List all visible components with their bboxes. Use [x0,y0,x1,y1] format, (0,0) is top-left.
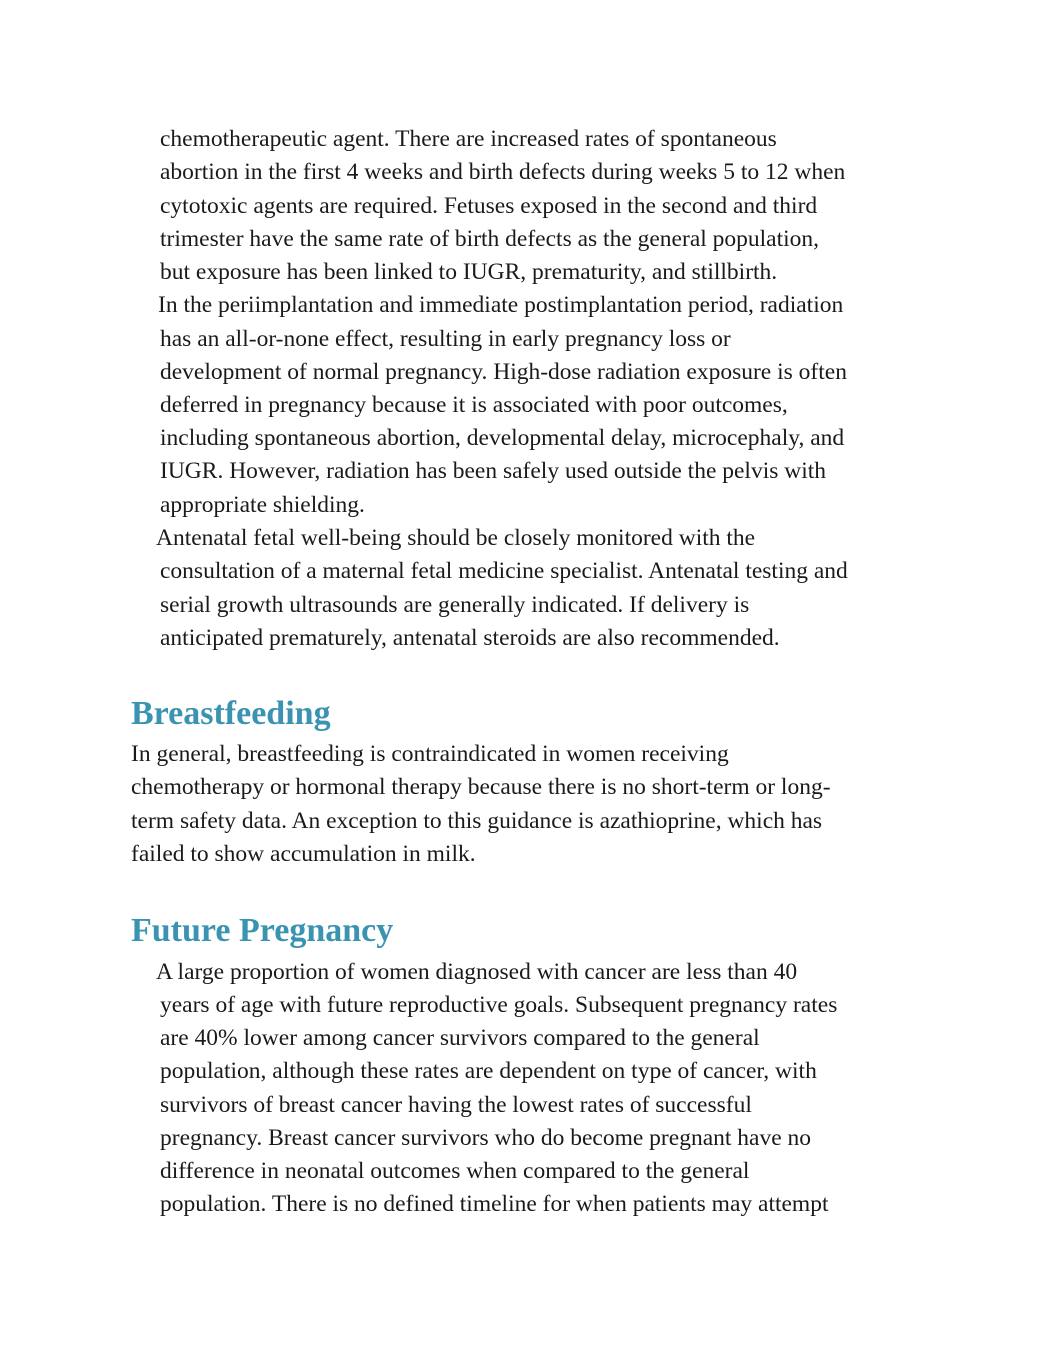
text-line: but exposure has been linked to IUGR, pr… [160,259,778,285]
text-line: anticipated prematurely, antenatal stero… [160,625,780,651]
text-line: deferred in pregnancy because it is asso… [160,392,788,418]
text-line: term safety data. An exception to this g… [131,808,823,834]
text-line: In general, breastfeeding is contraindic… [131,741,729,767]
text-line: are 40% lower among cancer survivors com… [160,1025,760,1051]
text-line: serial growth ultrasounds are generally … [160,592,750,618]
text-line: Antenatal fetal well-being should be clo… [156,525,756,551]
text-line: development of normal pregnancy. High-do… [160,359,847,385]
text-line: difference in neonatal outcomes when com… [160,1158,750,1184]
text-line: A large proportion of women diagnosed wi… [156,959,798,985]
text-line: chemotherapeutic agent. There are increa… [160,126,777,152]
text-line: failed to show accumulation in milk. [131,841,476,867]
text-line: including spontaneous abortion, developm… [160,425,845,451]
text-line: IUGR. However, radiation has been safely… [160,458,827,484]
text-line: population. There is no defined timeline… [160,1191,829,1217]
text-line: In the periimplantation and immediate po… [158,292,844,318]
text-line: has an all-or-none effect, resulting in … [160,326,731,352]
section-heading: Breastfeeding [131,695,331,732]
text-line: cytotoxic agents are required. Fetuses e… [160,193,818,219]
text-line: pregnancy. Breast cancer survivors who d… [160,1125,812,1151]
text-line: chemotherapy or hormonal therapy because… [131,774,831,800]
text-line: consultation of a maternal fetal medicin… [160,558,848,584]
section-heading: Future Pregnancy [131,912,394,949]
text-line: appropriate shielding. [160,492,365,518]
text-line: trimester have the same rate of birth de… [160,226,820,252]
text-line: population, although these rates are dep… [160,1058,817,1084]
text-line: abortion in the first 4 weeks and birth … [160,159,846,185]
text-line: survivors of breast cancer having the lo… [160,1092,752,1118]
text-line: years of age with future reproductive go… [160,992,838,1018]
